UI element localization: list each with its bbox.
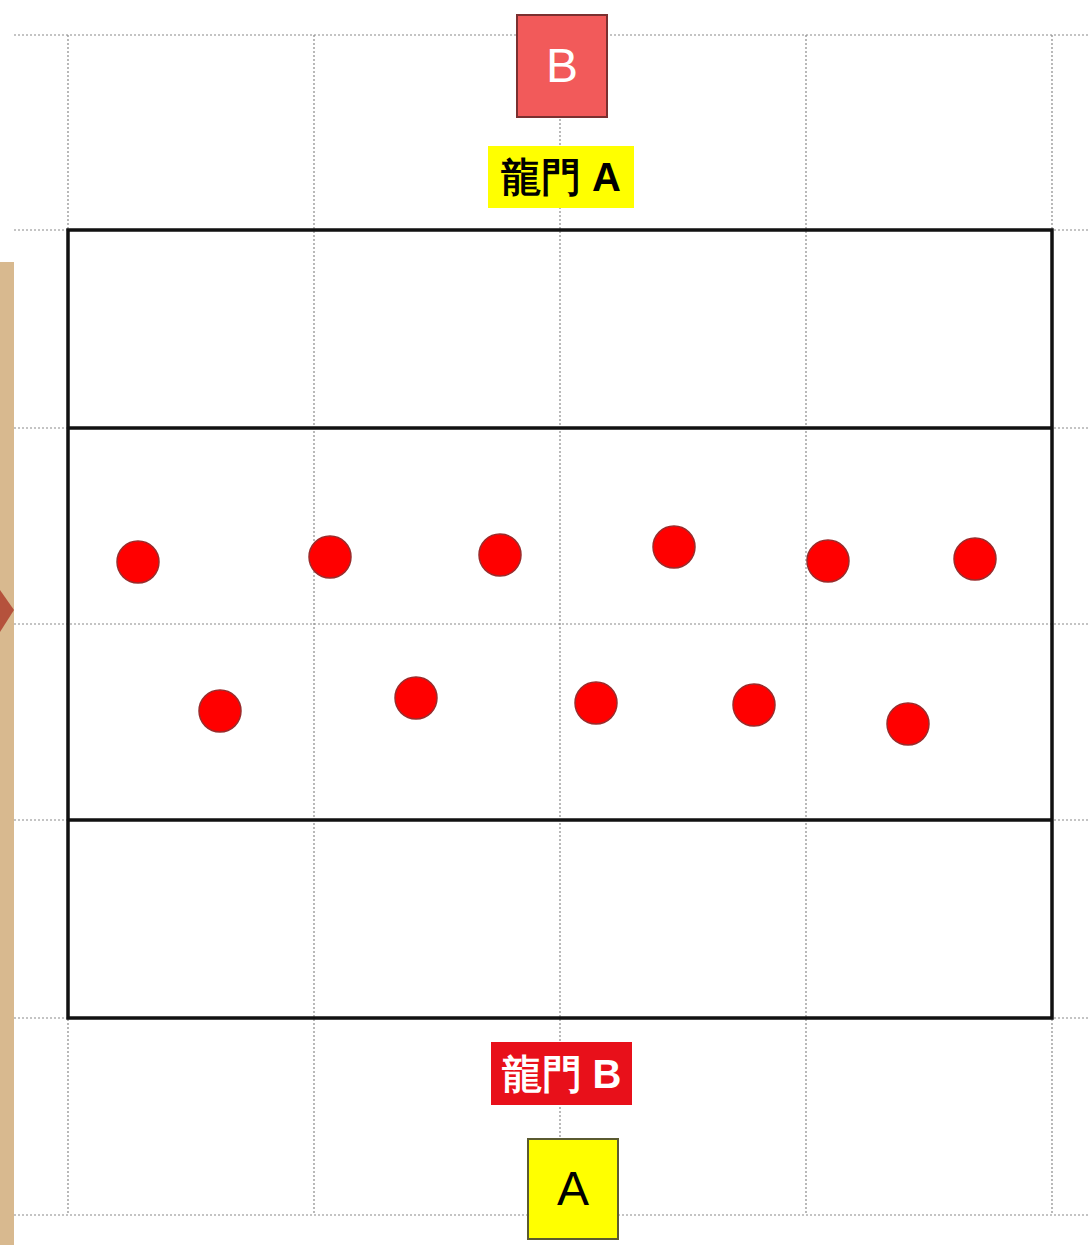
grid-line — [559, 35, 560, 1215]
grid-line — [14, 427, 1089, 428]
node-text: 龍門 A — [501, 155, 621, 199]
node-text: 龍門 B — [502, 1052, 622, 1096]
team-marker: A — [527, 1138, 619, 1240]
player-dot — [733, 684, 775, 726]
player-dot — [479, 534, 521, 576]
grid-line — [313, 35, 314, 1215]
player-dot — [653, 526, 695, 568]
goal-label: 龍門 B — [491, 1042, 632, 1105]
node-text: B — [546, 40, 578, 93]
player-dot — [199, 690, 241, 732]
grid-line — [14, 623, 1089, 624]
player-dot — [117, 541, 159, 583]
court — [68, 230, 1052, 1018]
player-dot — [575, 682, 617, 724]
player-dot — [887, 703, 929, 745]
grid-line — [14, 819, 1089, 820]
photo-strip — [0, 262, 14, 1245]
grid-line — [805, 35, 806, 1215]
node-text: A — [557, 1163, 589, 1216]
players — [117, 526, 996, 745]
player-dot — [954, 538, 996, 580]
court-border — [68, 230, 1052, 1018]
player-dot — [309, 536, 351, 578]
grid — [14, 35, 1089, 1215]
court-line — [68, 426, 1052, 430]
player-dot — [807, 540, 849, 582]
player-dot — [395, 677, 437, 719]
photo-detail — [0, 590, 14, 632]
team-marker: B — [516, 14, 608, 118]
court-line — [68, 818, 1052, 822]
goal-label: 龍門 A — [488, 146, 634, 208]
